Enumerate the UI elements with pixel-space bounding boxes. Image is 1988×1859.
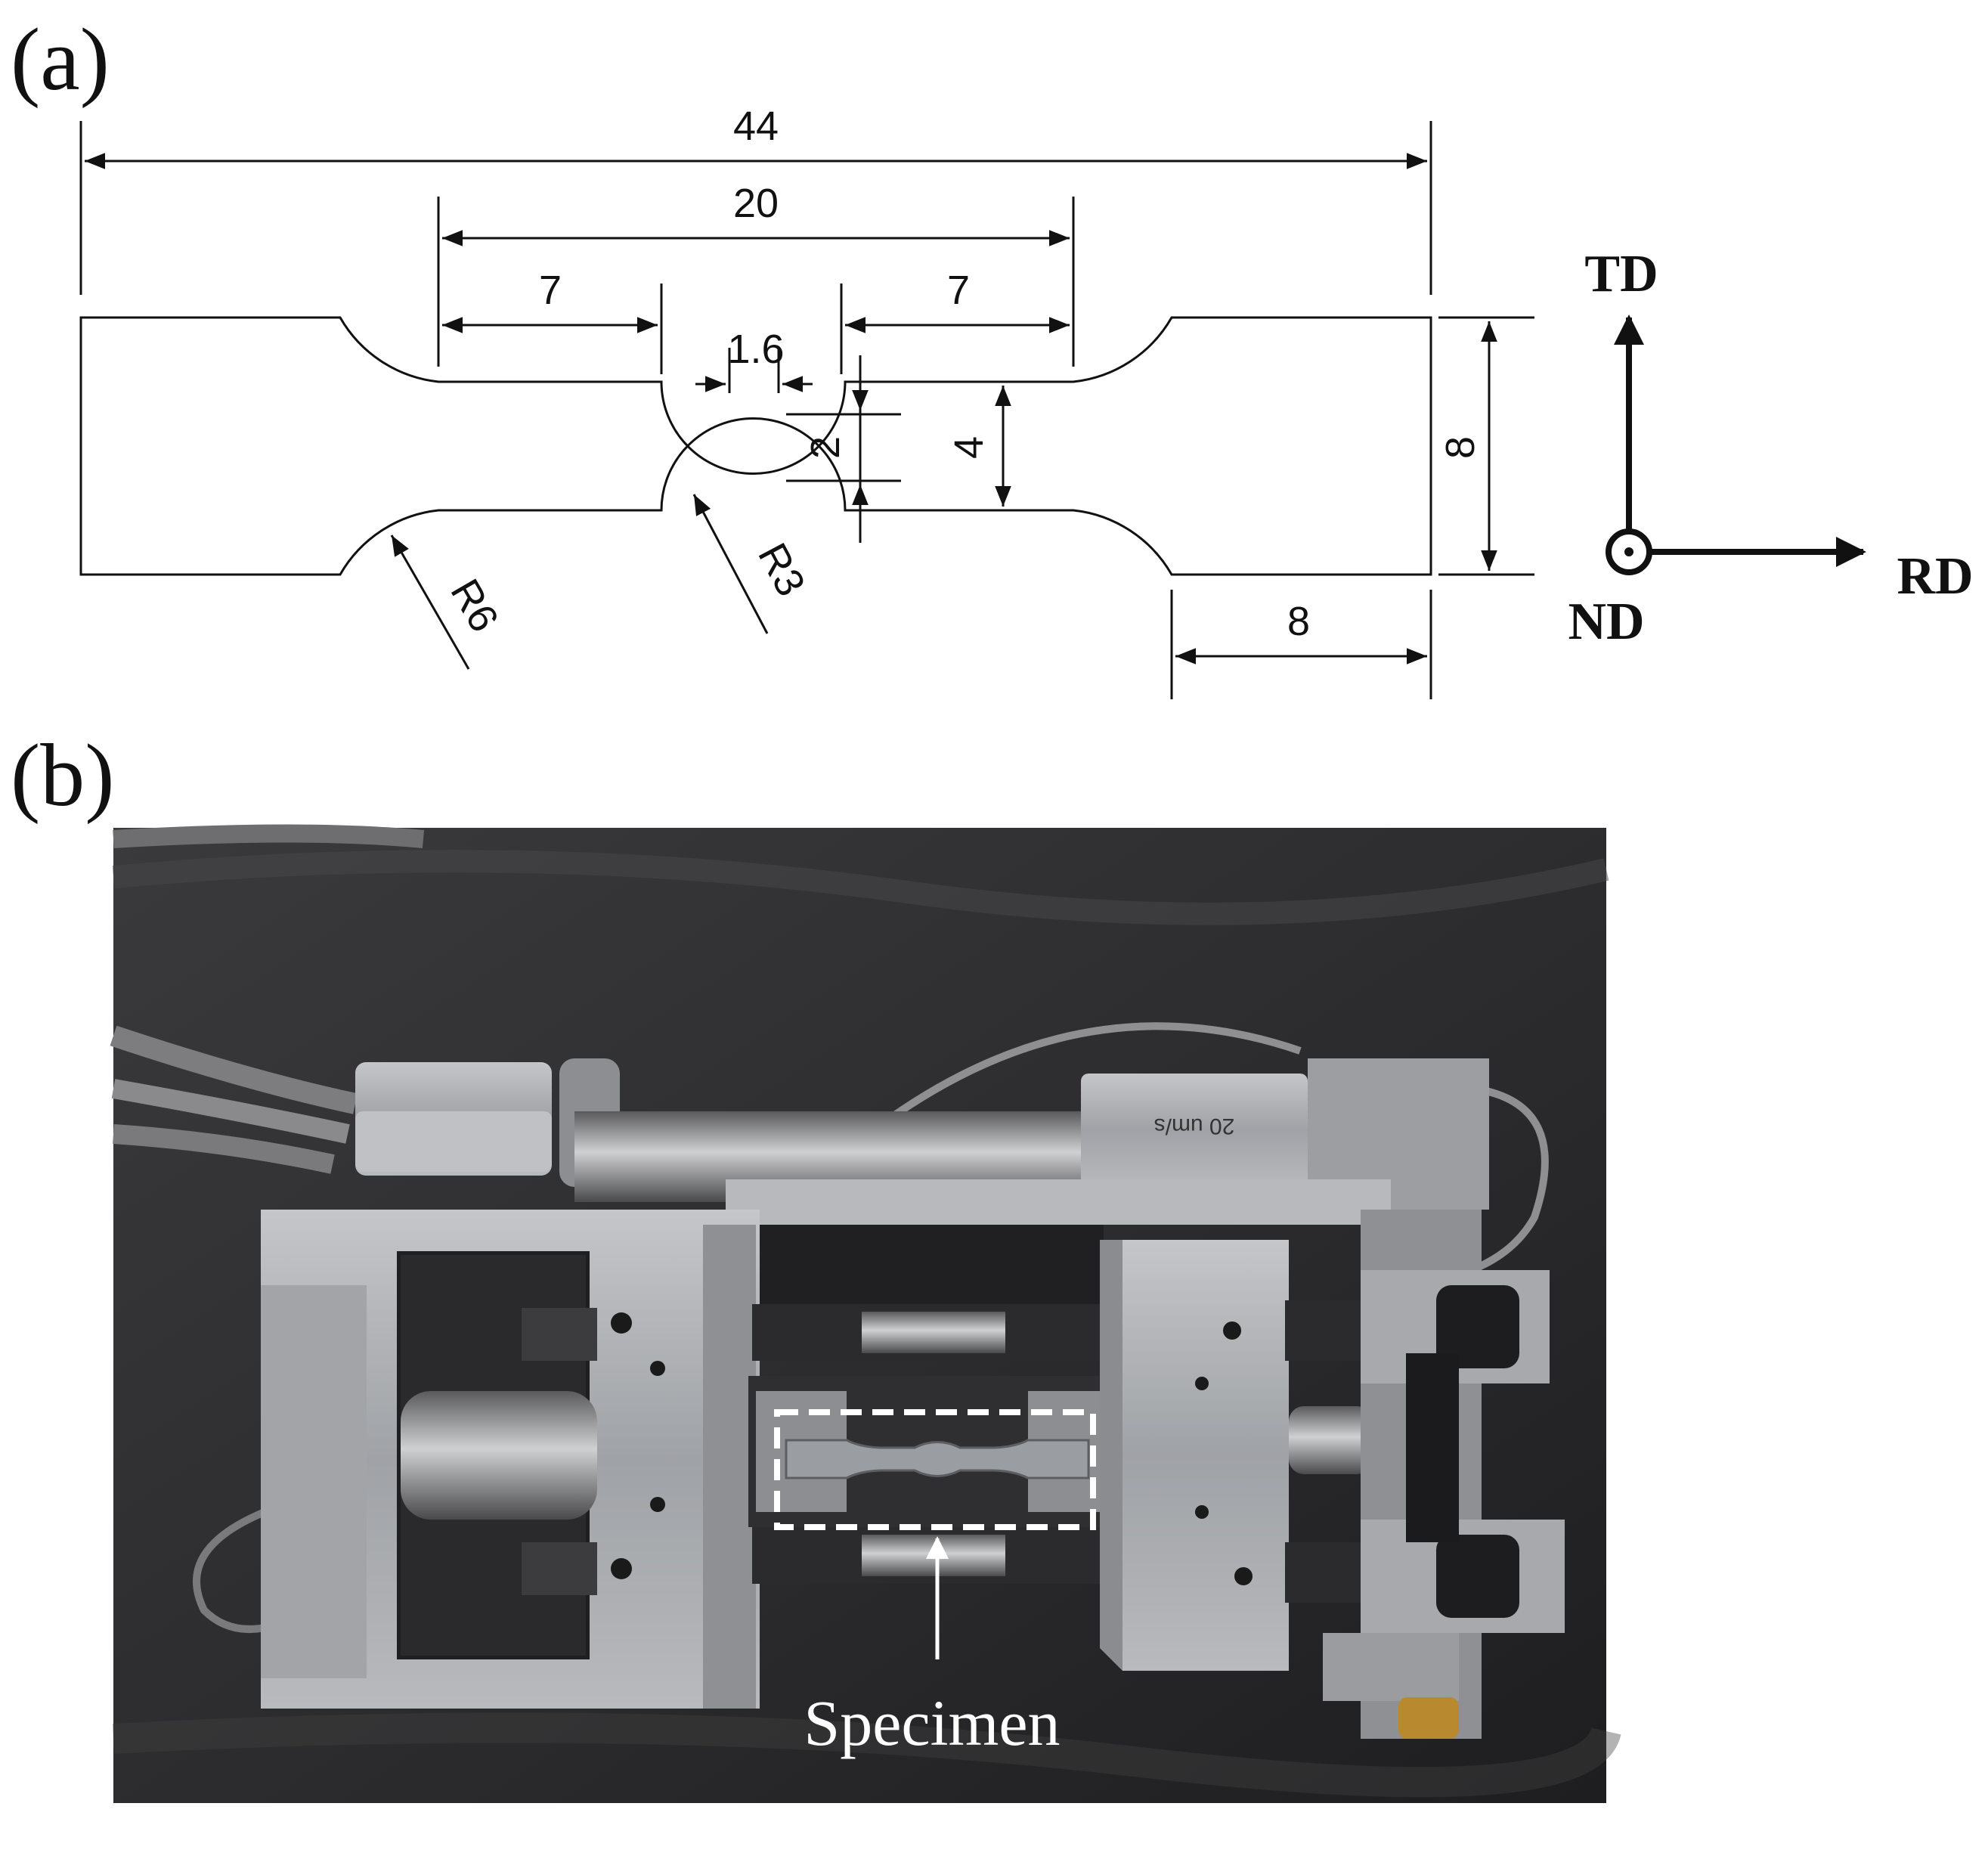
specimen-highlight-box	[774, 1409, 1096, 1530]
dim-7-right: 7	[947, 268, 970, 313]
panel-a-label: (a)	[11, 10, 110, 109]
dim-1-6: 1.6	[727, 327, 784, 372]
axis-rd: RD	[1897, 547, 1973, 606]
specimen-outline	[79, 316, 1432, 576]
dimension-arrows	[85, 153, 1497, 670]
dim-r6: R6	[441, 572, 506, 640]
motor-label: 20 um/s	[1154, 1114, 1235, 1139]
axis-nd: ND	[1568, 593, 1644, 651]
dim-8-length: 8	[1287, 599, 1310, 644]
coordinate-axes	[1606, 314, 1866, 575]
dim-44: 44	[733, 104, 779, 149]
axis-td: TD	[1584, 245, 1658, 303]
specimen-in-grips	[785, 1439, 1090, 1479]
dim-4: 4	[946, 436, 992, 459]
dim-2: 2	[803, 436, 848, 459]
dim-7-left: 7	[539, 268, 562, 313]
dim-r3: R3	[749, 536, 813, 603]
dim-20: 20	[733, 181, 779, 226]
tensile-stage-photo: 20 um/s	[110, 824, 1621, 1803]
extension-lines	[79, 121, 1534, 699]
dim-8-width: 8	[1438, 436, 1483, 459]
specimen-callout: Specimen	[804, 1687, 1060, 1759]
panel-b-label: (b)	[11, 726, 115, 825]
